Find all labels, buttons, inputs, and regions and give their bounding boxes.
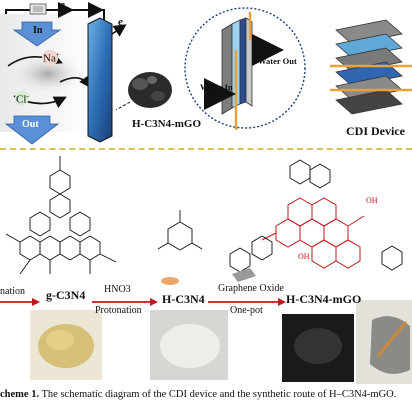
- h-c3n4-mgo-particle: [128, 72, 172, 108]
- step0-label: nation: [0, 286, 25, 297]
- electrode-slab: [87, 17, 113, 143]
- h-c3n4-photo: [150, 310, 228, 380]
- g-c3n4-photo: [30, 310, 102, 380]
- caption-text: The schematic diagram of the CDI device …: [41, 389, 397, 400]
- attached-triazine-structure: [229, 159, 403, 273]
- power-source-inner: [33, 6, 43, 12]
- synthesis-scheme-svg: [0, 156, 412, 384]
- electron-arrow-3: [111, 24, 127, 37]
- cdi-schematic-panel: [0, 0, 412, 148]
- ion-cloud: [8, 52, 88, 96]
- na-ion-label: Na+: [43, 51, 60, 65]
- outflow-arrow: [4, 115, 60, 145]
- material-label: H-C3N4-mGO: [132, 118, 202, 130]
- go-flake-icon: [161, 277, 179, 285]
- figure-caption: cheme 1. The schematic diagram of the CD…: [0, 389, 412, 411]
- electron-label-2: e: [118, 16, 123, 28]
- water-in-label: Water In: [200, 82, 233, 92]
- h-c3n4-mgo-photo: [282, 314, 354, 382]
- oh-label-2: OH: [298, 252, 310, 261]
- reaction-arrows: [0, 298, 286, 306]
- graphene-oxide-label: Graphene Oxide: [218, 283, 284, 294]
- protonation-label: Protonation: [95, 305, 142, 316]
- graphene-oxide-structure: [261, 197, 365, 269]
- caption-prefix: cheme 1.: [0, 389, 40, 400]
- melamine-structure: [157, 210, 203, 251]
- cl-ion-label: Cl-: [16, 92, 29, 106]
- oh-label-1: OH: [366, 196, 378, 205]
- h-c3n4-label: H-C3N4: [162, 292, 205, 306]
- h-c3n4-mgo-label: H-C3N4-mGO: [286, 292, 362, 306]
- graphene-oxide-flake-icon: [232, 268, 256, 282]
- panel-divider: [0, 148, 412, 150]
- water-out-label: Water Out: [258, 56, 297, 66]
- inflow-arrow: [12, 21, 62, 47]
- g-c3n4-structure: [5, 156, 117, 275]
- material-sample-photo: [356, 300, 412, 384]
- electron-label: e: [60, 0, 65, 11]
- hno3-label: HNO3: [104, 284, 131, 295]
- cdi-device-stack: [330, 19, 412, 115]
- zoom-line: [115, 101, 131, 111]
- g-c3n4-label: g-C3N4: [46, 288, 86, 302]
- device-label: CDI Device: [346, 124, 405, 138]
- one-pot-label: One-pot: [230, 305, 263, 316]
- inflow-label: In: [33, 25, 43, 36]
- cl-ion: [15, 91, 29, 105]
- na-ion: [42, 50, 58, 66]
- cdi-schematic-svg: [0, 2, 412, 145]
- outflow-label: Out: [22, 119, 39, 130]
